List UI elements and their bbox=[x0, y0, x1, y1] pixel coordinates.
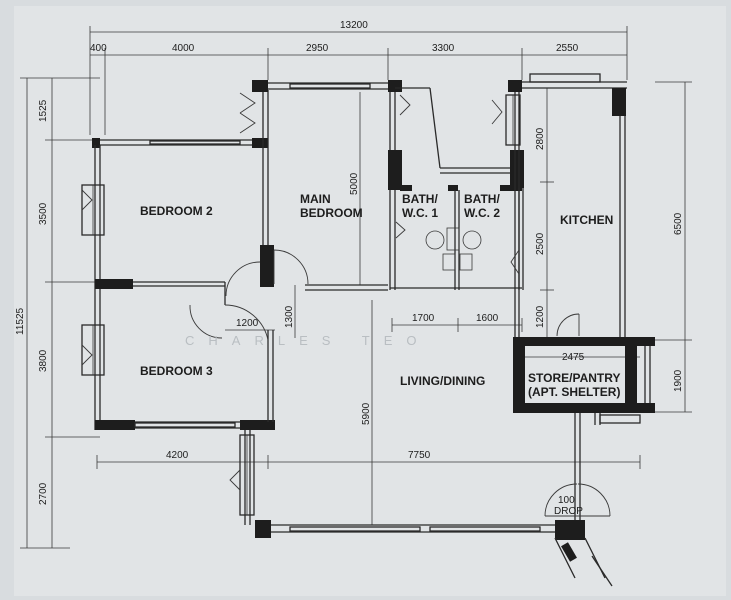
label-refuse-1: 100 bbox=[558, 495, 575, 506]
dim-kitchen-1: 2800 bbox=[535, 127, 546, 150]
fixtures bbox=[425, 227, 482, 271]
dim-bottom-1: 4200 bbox=[166, 450, 189, 461]
dim-main-bedroom: 5000 bbox=[349, 172, 360, 195]
dim-top-1: 400 bbox=[90, 43, 107, 54]
label-living-dining: LIVING/DINING bbox=[400, 374, 485, 388]
label-bedroom-2: BEDROOM 2 bbox=[140, 204, 213, 218]
label-kitchen: KITCHEN bbox=[560, 213, 613, 227]
dim-top-5: 2550 bbox=[556, 43, 579, 54]
dim-living-height: 5900 bbox=[361, 402, 372, 425]
label-bath-1-b: W.C. 1 bbox=[402, 206, 438, 220]
dim-bath-1: 1700 bbox=[412, 313, 435, 324]
label-main-bedroom-1: MAIN bbox=[300, 192, 331, 206]
dim-overall-width: 13200 bbox=[340, 20, 368, 31]
dim-door-1200: 1200 bbox=[236, 318, 259, 329]
dim-kitchen-3: 1200 bbox=[535, 305, 546, 328]
dim-store-width: 2475 bbox=[562, 352, 585, 363]
label-bath-2-b: W.C. 2 bbox=[464, 206, 500, 220]
dim-bottom-2: 7750 bbox=[408, 450, 431, 461]
label-store-1: STORE/PANTRY bbox=[528, 371, 620, 385]
dimension-texts: 13200 400 4000 2950 3300 2550 11525 1525… bbox=[15, 20, 684, 505]
dimension-lines bbox=[20, 26, 692, 549]
watermark: CHARLES TEO bbox=[185, 333, 431, 348]
label-main-bedroom-2: BEDROOM bbox=[300, 206, 363, 220]
windows bbox=[81, 73, 641, 532]
dim-top-3: 2950 bbox=[306, 43, 329, 54]
doors bbox=[81, 92, 611, 517]
walls bbox=[92, 80, 655, 587]
label-bath-1-a: BATH/ bbox=[402, 192, 438, 206]
dim-bath-2: 1600 bbox=[476, 313, 499, 324]
dim-left-2: 3500 bbox=[38, 202, 49, 225]
dim-left-4: 2700 bbox=[38, 482, 49, 505]
dim-top-2: 4000 bbox=[172, 43, 195, 54]
dim-left-3: 3800 bbox=[38, 349, 49, 372]
dim-door-1300: 1300 bbox=[284, 305, 295, 328]
dim-kitchen-2: 2500 bbox=[535, 232, 546, 255]
label-bath-2-a: BATH/ bbox=[464, 192, 500, 206]
label-refuse-2: DROP bbox=[554, 506, 583, 517]
paper-sheet bbox=[14, 6, 726, 596]
dim-left-overall: 11525 bbox=[15, 307, 26, 335]
dim-left-1: 1525 bbox=[38, 99, 49, 122]
label-bedroom-3: BEDROOM 3 bbox=[140, 364, 213, 378]
dim-right-kitchen: 6500 bbox=[673, 212, 684, 235]
dim-top-4: 3300 bbox=[432, 43, 455, 54]
label-store-2: (APT. SHELTER) bbox=[528, 385, 620, 399]
room-labels: BEDROOM 2 MAIN BEDROOM BATH/ W.C. 1 BATH… bbox=[140, 192, 620, 517]
dim-right-store: 1900 bbox=[673, 369, 684, 392]
